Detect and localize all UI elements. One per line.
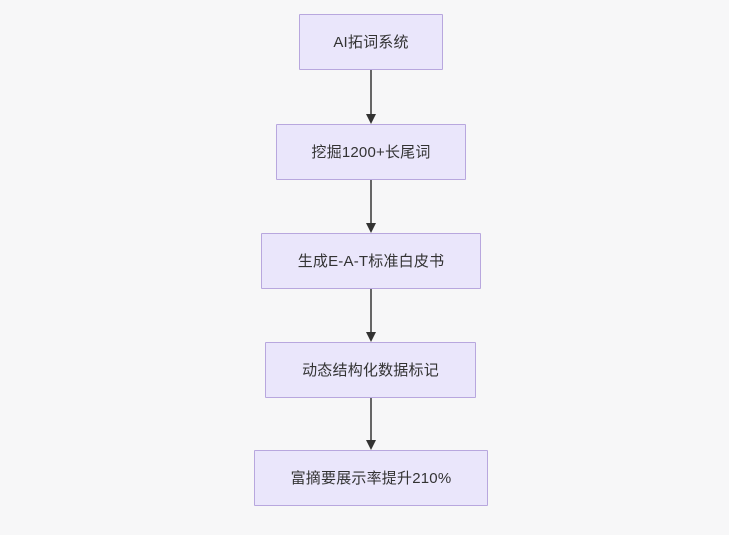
connector-arrow-icon	[366, 289, 376, 342]
flow-node-longtail-keywords[interactable]: 挖掘1200+长尾词	[276, 124, 466, 180]
connector-node4-node5	[362, 398, 380, 450]
connector-arrow-icon	[366, 398, 376, 450]
flow-node-label: 富摘要展示率提升210%	[290, 469, 452, 487]
flow-node-eat-whitepaper[interactable]: 生成E-A-T标准白皮书	[261, 233, 481, 289]
connector-arrow-icon	[366, 70, 376, 124]
connector-node1-node2	[362, 70, 380, 124]
flow-node-label: 动态结构化数据标记	[302, 361, 439, 379]
flow-node-label: 挖掘1200+长尾词	[311, 143, 431, 161]
connector-arrow-icon	[366, 180, 376, 233]
flow-node-rich-snippet-result[interactable]: 富摘要展示率提升210%	[254, 450, 488, 506]
connector-node3-node4	[362, 289, 380, 342]
connector-node2-node3	[362, 180, 380, 233]
flow-node-ai-keyword-system[interactable]: AI拓词系统	[299, 14, 443, 70]
flow-node-label: AI拓词系统	[333, 33, 409, 51]
flow-node-label: 生成E-A-T标准白皮书	[297, 252, 445, 270]
flow-node-structured-data-markup[interactable]: 动态结构化数据标记	[265, 342, 476, 398]
